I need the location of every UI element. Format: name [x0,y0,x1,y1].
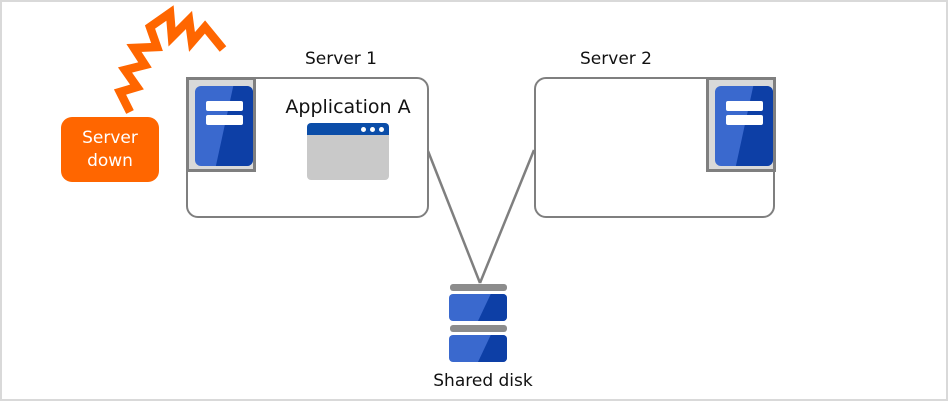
server1-label: Server 1 [305,49,377,69]
disk-block [449,294,507,321]
window-dot [370,126,375,132]
connector-server1-disk [426,150,482,284]
server1-icon-panel [186,77,256,172]
disk-block [449,335,507,362]
server-tower-icon [195,86,253,166]
server2-icon-panel [706,77,776,172]
server-down-badge: Server down [61,117,159,182]
window-titlebar [307,123,389,135]
server-down-line2: down [87,150,133,171]
window-body [307,135,389,180]
tower-slot [206,115,243,125]
disk-bar [449,325,507,332]
application-label: Application A [285,96,411,118]
tower-slot [726,101,763,111]
window-dot [361,126,366,132]
shared-disk-label: Shared disk [433,371,533,391]
server-down-line1: Server [82,127,138,148]
window-dot [379,126,384,132]
application-window-icon [307,123,389,180]
server-tower-icon [715,86,773,166]
connector-server2-disk [478,149,536,284]
disk-bar [449,284,507,291]
tower-slot [206,101,243,111]
tower-slot [726,115,763,125]
server2-label: Server 2 [580,49,652,69]
disk-stack-icon [449,284,507,362]
